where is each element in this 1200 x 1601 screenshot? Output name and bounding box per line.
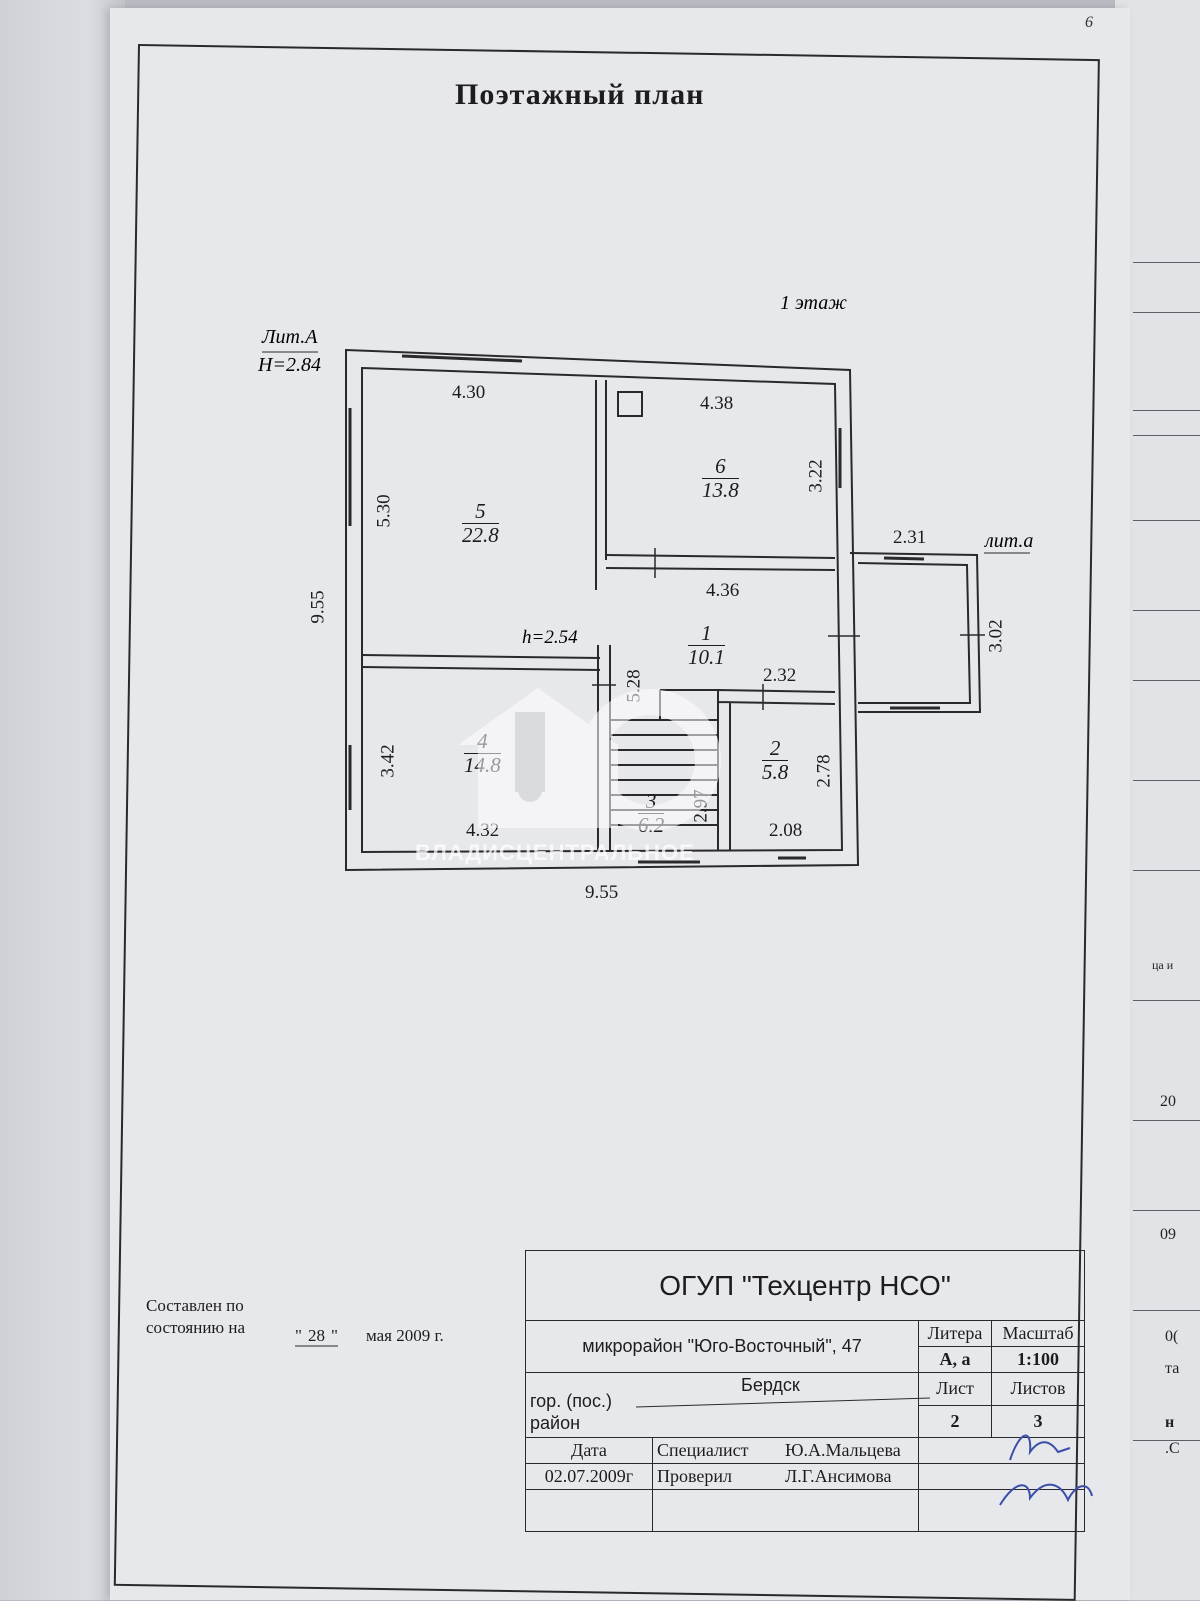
watermark-text: ВЛАДИСЦЕНТРАЛЬНОЕ <box>415 840 695 865</box>
stamp-specialist-header: Специалист <box>657 1440 749 1460</box>
compiled-label-1: Составлен по <box>146 1296 244 1315</box>
stamp-city-cell: гор. (пос.) район Бердск <box>525 1372 919 1438</box>
dim-r2-width-bottom: 2.08 <box>769 820 803 841</box>
stamp-litera-value: А, а <box>918 1346 992 1373</box>
stamp-date-value: 02.07.2009г <box>525 1463 653 1490</box>
dim-r5-width: 4.30 <box>452 382 486 403</box>
title-block: ОГУП "Техцентр НСО" микрорайон "Юго-Вост… <box>525 1250 1085 1532</box>
stamp-city-label-1: гор. (пос.) <box>530 1391 612 1411</box>
stamp-empty-cell <box>918 1489 1085 1532</box>
left-page-edge <box>0 0 125 1600</box>
sheet-number: 6 <box>1085 14 1093 31</box>
litera-annex: лит.а <box>985 530 1034 552</box>
stamp-scale-value: 1:100 <box>991 1346 1085 1373</box>
dim-r1-width: 4.36 <box>706 580 740 601</box>
right-fragment: 09 <box>1160 1226 1176 1243</box>
right-fragment: .С <box>1165 1440 1180 1457</box>
signature-2-icon <box>999 1483 1093 1506</box>
stamp-org: ОГУП "Техцентр НСО" <box>525 1250 1085 1321</box>
height-main: H=2.84 <box>258 354 321 376</box>
compiled-month-year: мая 2009 г. <box>366 1326 444 1345</box>
dim-overall-width: 9.55 <box>585 882 619 903</box>
stamp-city-label-2: район <box>530 1413 581 1433</box>
dim-r2-width-top: 2.32 <box>763 665 797 686</box>
right-fragment: н <box>1165 1414 1175 1431</box>
stamp-sheets-header: Листов <box>991 1372 1085 1406</box>
dim-annex-width: 2.31 <box>893 527 927 548</box>
page-title: Поэтажный план <box>455 78 705 111</box>
stamp-address: микрорайон "Юго-Восточный", 47 <box>525 1320 919 1373</box>
stamp-empty-cell <box>652 1489 919 1532</box>
right-fragment: 0( <box>1165 1328 1179 1345</box>
stamp-city: Бердск <box>741 1375 800 1395</box>
stamp-date-header: Дата <box>525 1437 653 1464</box>
stamp-checked-row: Проверил Л.Г.Ансимова <box>652 1463 919 1490</box>
stamp-checked-label: Проверил <box>657 1466 732 1486</box>
height-inner: h=2.54 <box>522 627 578 648</box>
signature-1-icon <box>1009 1434 1071 1461</box>
right-fragment: та <box>1165 1360 1180 1377</box>
right-fragment: 20 <box>1160 1093 1176 1110</box>
floor-label: 1 этаж <box>780 292 847 314</box>
dim-r6-width: 4.38 <box>700 393 734 414</box>
stamp-litera-header: Литера <box>918 1320 992 1347</box>
right-fragment: ца и <box>1152 958 1174 972</box>
litera-main: Лит.А <box>262 326 318 348</box>
compiled-label-2: состоянию на <box>146 1318 246 1337</box>
stamp-checked-name: Л.Г.Ансимова <box>785 1466 892 1486</box>
stamp-specialist-name: Ю.А.Мальцева <box>785 1440 901 1460</box>
stamp-scale-header: Масштаб <box>991 1320 1085 1347</box>
compiled-day: "28" <box>295 1326 338 1345</box>
